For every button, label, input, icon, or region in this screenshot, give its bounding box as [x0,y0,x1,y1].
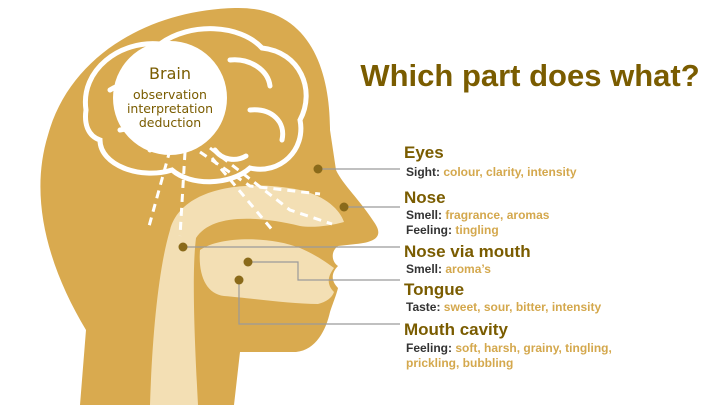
mouth-cavity-key: Feeling: [406,341,453,355]
eyes-dot [313,164,323,174]
tongue-desc: Taste: sweet, sour, bitter, intensity [406,300,601,314]
nose-feeling-value: tingling [455,223,499,237]
label-eyes: Eyes [404,143,444,162]
mouth-cavity-dot [234,275,244,285]
nose-desc-feeling: Feeling: tingling [406,223,499,237]
nose-via-mouth-desc: Smell: aroma’s [406,262,491,276]
nose-smell-value: fragrance, aromas [445,208,550,222]
nose-dot [339,202,349,212]
nose-smell-key: Smell: [406,208,443,222]
eyes-value: colour, clarity, intensity [443,165,577,179]
nasal-passage [150,185,344,405]
brain-line-deduction: deduction [138,115,202,130]
brain-core [113,41,227,155]
eyes-key: Sight: [406,165,440,179]
brain-line-interpretation: interpretation [126,101,214,116]
tongue-value: sweet, sour, bitter, intensity [443,300,602,314]
mouth-cavity-value-1: soft, harsh, grainy, tingling, [455,341,612,355]
marker-dots [178,164,349,285]
mouth-cavity-desc-1: Feeling: soft, harsh, grainy, tingling, [406,341,612,355]
tongue-key: Taste: [406,300,441,314]
label-mouth-cavity: Mouth cavity [404,320,508,339]
label-tongue: Tongue [404,280,465,299]
tongue-dot [243,257,253,267]
nose-via-mouth-key: Smell: [406,262,443,276]
label-nose-via-mouth: Nose via mouth [404,242,531,261]
nose-desc-smell: Smell: fragrance, aromas [406,208,549,222]
brain-line-observation: observation [133,87,207,102]
nose-via-mouth-value: aroma’s [445,262,491,276]
mouth-cavity-value-2: prickling, bubbling [406,356,514,370]
nerve-paths [146,146,333,237]
page-title: Which part does what? [360,58,700,93]
oral-cavity [199,239,334,304]
brain-title: Brain [149,64,191,83]
nose-via-mouth-dot [178,242,188,252]
leader-lines [183,168,400,325]
eyes-desc: Sight: colour, clarity, intensity [406,165,577,179]
label-nose: Nose [404,188,446,207]
mouth-cavity-desc-2: prickling, bubbling [406,356,513,370]
nose-feeling-key: Feeling: [406,223,453,237]
